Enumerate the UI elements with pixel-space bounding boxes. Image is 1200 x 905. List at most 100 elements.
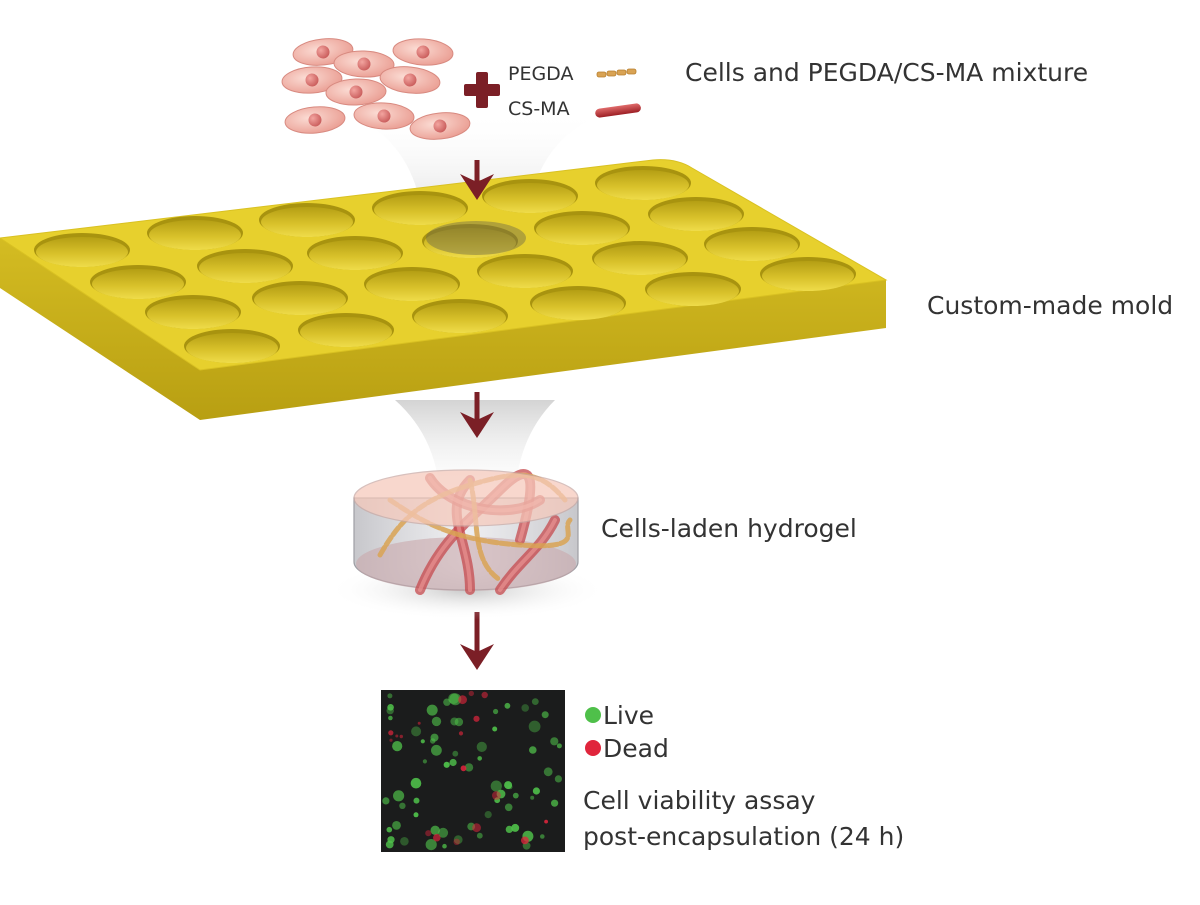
plus-icon [464,72,500,108]
mold-well-floor [254,285,346,315]
live-cell-spot [550,737,559,746]
mold-well-floor [186,333,278,363]
dead-cell-spot [425,830,432,837]
dead-cell-spot [399,734,403,739]
live-cell-spot [443,761,450,768]
live-cell-spot [448,693,459,704]
dead-cell-spot [395,734,399,738]
mold-well-floor [300,317,392,347]
legend-live: Live [603,701,655,730]
live-cell-spot [454,717,464,727]
label-csma: CS-MA [508,98,570,120]
live-cell-spot [453,835,463,845]
live-cell-spot [541,711,549,719]
dead-cell-spot [521,836,529,845]
live-cell-spot [452,750,459,757]
mold-well-floor [647,276,739,306]
mold-well-floor [309,240,401,270]
mold-well-floor [147,299,239,329]
dead-cell-spot [389,738,393,742]
mold-well-floor [414,303,506,333]
live-cell-spot [476,741,487,753]
live-cell-spot [392,821,401,830]
live-cell-spot [399,802,406,809]
cell-icon [333,50,395,78]
mold-wells [34,166,856,363]
live-cell-spot [449,758,457,767]
live-cell-spot [554,775,563,783]
cell-icon [409,112,471,140]
dead-cell-spot [492,791,501,800]
mold-well-floor [366,271,458,301]
live-cell-spot [386,826,393,833]
live-cell-spot [531,698,539,705]
mold-well-floor [424,228,516,258]
cell-icon [392,38,454,66]
live-cell-spot [431,744,442,756]
cell-cluster [281,38,471,140]
down-arrow-icon [460,160,494,200]
micrograph-cells [382,690,563,851]
live-cell-spot [551,799,559,807]
label-pegda: PEGDA [508,63,574,85]
live-cell-spot [530,795,535,800]
live-cell-spot [431,716,442,727]
dead-cell-spot [468,690,474,697]
live-cell-spot [476,832,483,839]
live-cell-spot [430,733,439,742]
live-cell-spot [425,839,437,851]
live-cell-spot [493,708,499,715]
cell-icon [379,66,441,94]
label-assay-line2: post-encapsulation (24 h) [583,822,905,851]
live-cell-spot [540,834,545,839]
dead-cell-spot [453,838,460,845]
mold-well-floor [597,170,689,200]
mold-well-floor [650,201,742,231]
live-cell-spot [387,704,394,711]
mold-well-floor [92,269,184,299]
mold-well-floor [762,261,854,291]
dead-cell-spot [460,765,467,772]
live-cell-spot [556,743,562,749]
live-cell-spot [393,790,405,802]
down-arrow-icon [460,612,494,670]
cell-icon [325,78,387,106]
label-mixture: Cells and PEGDA/CS-MA mixture [685,58,1089,87]
legend-dead: Dead [603,734,669,763]
live-cell-spot [388,715,393,721]
live-cell-spot [430,825,440,835]
live-cell-spot [477,756,483,761]
dead-cell-spot [458,731,464,736]
mold-well-floor [484,183,576,213]
live-dot-icon [585,707,601,723]
live-cell-spot [413,812,419,818]
label-hydrogel: Cells-laden hydrogel [601,514,857,543]
live-cell-spot [511,823,520,832]
pegda-chain-icon [596,68,637,78]
live-cell-spot [512,792,519,799]
live-cell-spot [426,704,438,716]
live-cell-spot [532,787,541,795]
cell-icon [353,102,415,130]
csma-rod-icon [595,103,641,118]
mold-well-floor [199,253,291,283]
live-cell-spot [492,726,498,732]
live-cell-spot [504,702,511,709]
live-cell-spot [490,780,502,792]
dead-dot-icon [585,740,601,756]
dead-cell-spot [472,823,481,833]
dead-cell-spot [388,730,394,736]
live-cell-spot [422,759,427,764]
live-cell-spot [411,726,422,737]
dead-cell-spot [458,695,467,705]
live-cell-spot [528,720,541,733]
mold-side [0,238,886,420]
hydrogel-disc [353,469,579,595]
live-cell-spot [505,825,513,834]
live-cell-spot [420,739,425,744]
live-cell-spot [442,843,447,849]
live-cell-spot [413,797,420,804]
target-well [426,221,526,255]
cell-icon [284,106,346,134]
